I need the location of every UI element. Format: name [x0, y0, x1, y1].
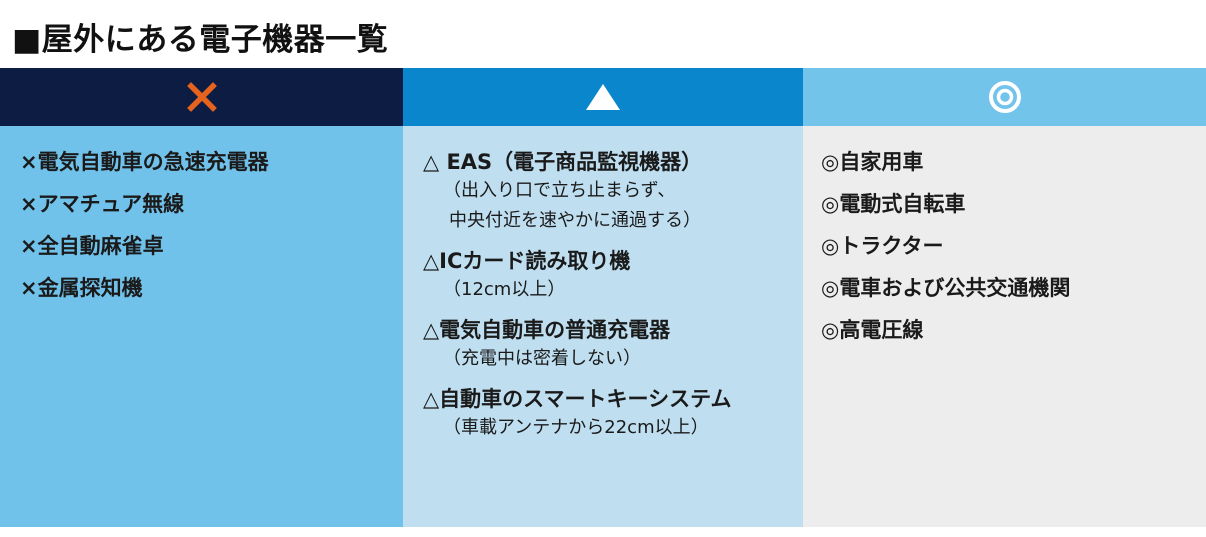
- list-item: △自動車のスマートキーシステム （車載アンテナから22cm以上）: [423, 385, 803, 443]
- column-header-not-ok: [0, 68, 403, 126]
- item-note: （充電中は密着しない）: [443, 348, 641, 369]
- list-item: ◎電動式自転車: [821, 190, 1206, 218]
- list-item: ◎電車および公共交通機関: [821, 274, 1206, 302]
- item-label: ◎トラクター: [821, 234, 944, 258]
- item-note: （車載アンテナから22cm以上）: [443, 417, 709, 438]
- item-label: ×全自動麻雀卓: [20, 234, 164, 258]
- column-body-not-ok: ×電気自動車の急速充電器 ×アマチュア無線 ×全自動麻雀卓 ×金属探知機: [0, 126, 403, 527]
- column-ok: ◎自家用車 ◎電動式自転車 ◎トラクター ◎電車および公共交通機関 ◎高電圧線: [803, 68, 1206, 527]
- item-label: ◎電車および公共交通機関: [821, 276, 1071, 300]
- double-circle-icon: [988, 80, 1022, 114]
- item-note: （12cm以上）: [443, 279, 566, 300]
- item-note: 中央付近を速やかに通過する）: [449, 210, 701, 231]
- item-label: ×電気自動車の急速充電器: [20, 150, 269, 174]
- column-caution: △ EAS（電子商品監視機器） （出入り口で立ち止まらず、 中央付近を速やかに通…: [403, 68, 803, 527]
- list-item: ◎高電圧線: [821, 316, 1206, 344]
- item-label: ×アマチュア無線: [20, 192, 185, 216]
- list-item: △電気自動車の普通充電器 （充電中は密着しない）: [423, 316, 803, 374]
- device-table: ×電気自動車の急速充電器 ×アマチュア無線 ×全自動麻雀卓 ×金属探知機 △: [0, 68, 1206, 527]
- item-label: △自動車のスマートキーシステム: [423, 387, 732, 411]
- triangle-icon: [584, 82, 622, 112]
- list-item: △ICカード読み取り機 （12cm以上）: [423, 247, 803, 305]
- item-label: ◎自家用車: [821, 150, 924, 174]
- item-label: △ EAS（電子商品監視機器）: [423, 150, 703, 174]
- list-item: ×金属探知機: [20, 274, 403, 302]
- column-header-caution: [403, 68, 803, 126]
- item-label: ◎電動式自転車: [821, 192, 966, 216]
- page-title: ■屋外にある電子機器一覧: [12, 22, 389, 58]
- list-item: ◎自家用車: [821, 148, 1206, 176]
- list-item: ×全自動麻雀卓: [20, 232, 403, 260]
- column-body-caution: △ EAS（電子商品監視機器） （出入り口で立ち止まらず、 中央付近を速やかに通…: [403, 126, 803, 527]
- list-item: ×電気自動車の急速充電器: [20, 148, 403, 176]
- list-item: ◎トラクター: [821, 232, 1206, 260]
- item-note: （出入り口で立ち止まらず、: [443, 180, 676, 201]
- column-not-ok: ×電気自動車の急速充電器 ×アマチュア無線 ×全自動麻雀卓 ×金属探知機: [0, 68, 403, 527]
- column-body-ok: ◎自家用車 ◎電動式自転車 ◎トラクター ◎電車および公共交通機関 ◎高電圧線: [803, 126, 1206, 527]
- item-label: ◎高電圧線: [821, 318, 924, 342]
- list-item: △ EAS（電子商品監視機器） （出入り口で立ち止まらず、 中央付近を速やかに通…: [423, 148, 803, 236]
- item-label: ×金属探知機: [20, 276, 143, 300]
- item-label: △ICカード読み取り機: [423, 249, 631, 273]
- column-header-ok: [803, 68, 1206, 126]
- list-item: ×アマチュア無線: [20, 190, 403, 218]
- item-label: △電気自動車の普通充電器: [423, 318, 671, 342]
- cross-icon: [186, 82, 217, 112]
